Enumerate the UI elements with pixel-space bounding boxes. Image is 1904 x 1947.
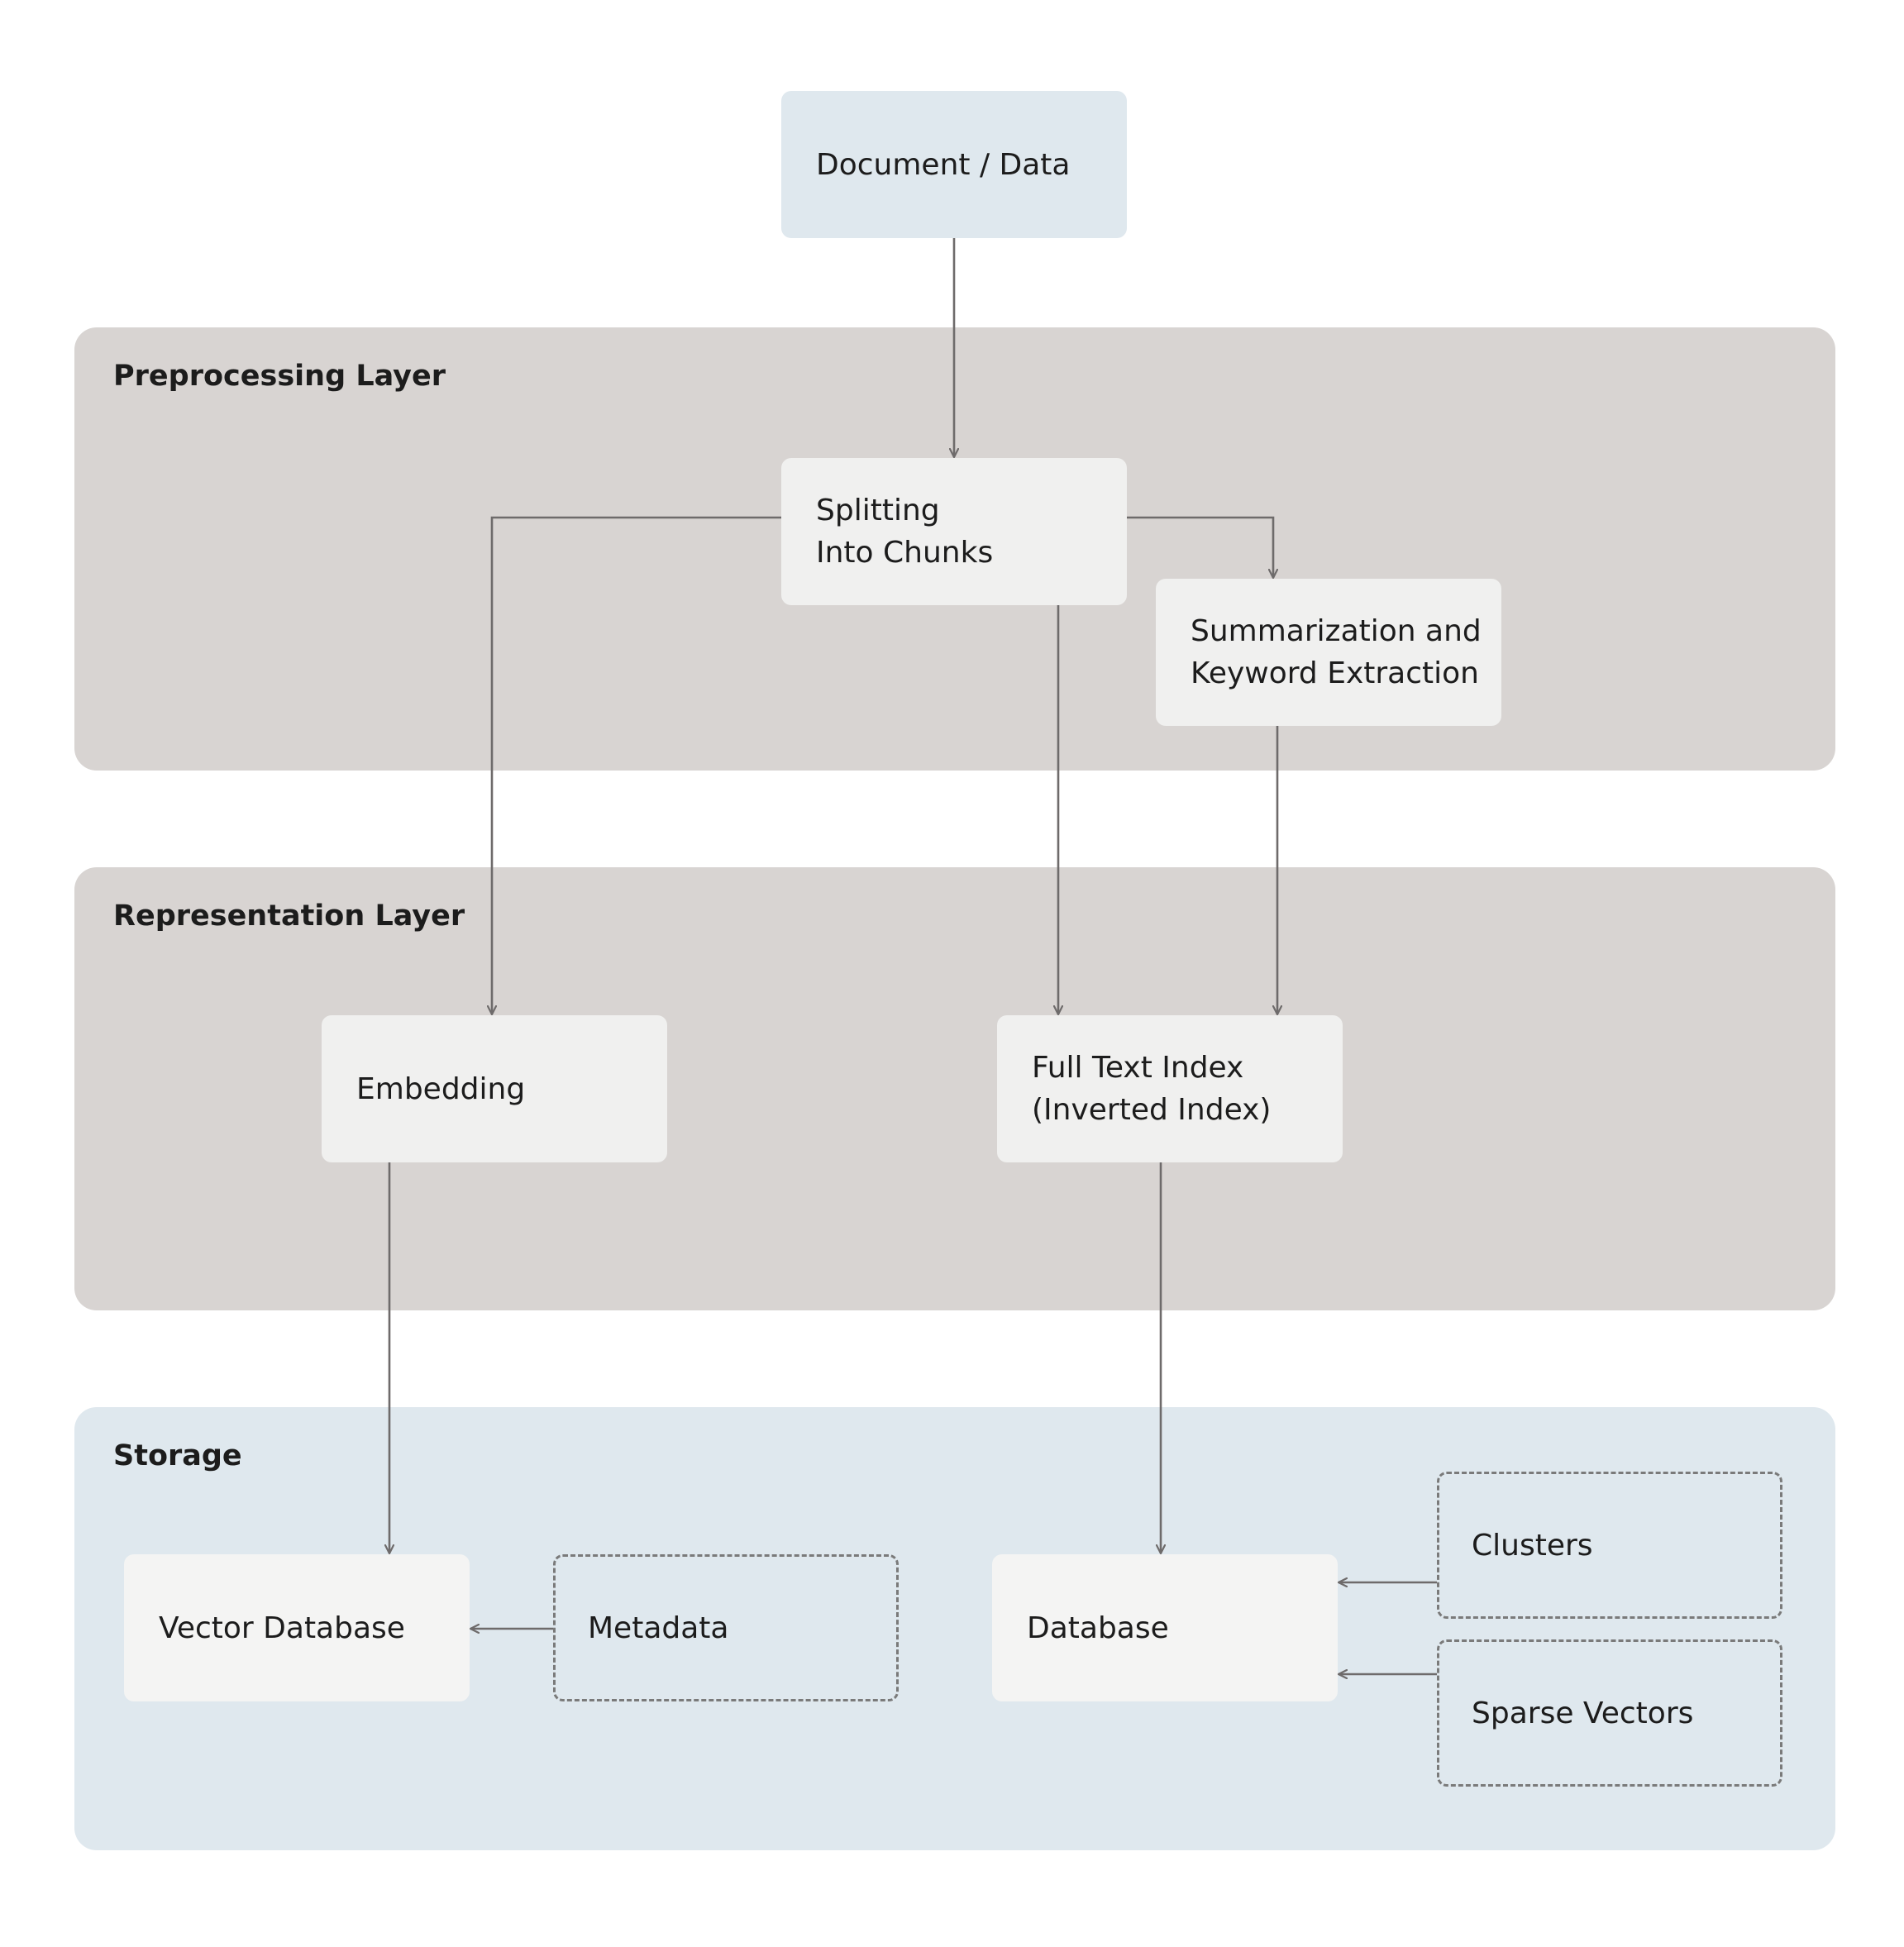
preprocessing-layer-title: Preprocessing Layer bbox=[113, 360, 446, 393]
metadata-label: Metadata bbox=[588, 1611, 729, 1645]
sparse-vectors-node[interactable]: Sparse Vectors bbox=[1437, 1639, 1782, 1787]
full-text-index-label: Full Text Index (Inverted Index) bbox=[1032, 1051, 1272, 1127]
clusters-label: Clusters bbox=[1472, 1528, 1593, 1563]
database-node[interactable]: Database bbox=[992, 1554, 1338, 1701]
database-label: Database bbox=[1027, 1611, 1169, 1645]
embedding-label: Embedding bbox=[356, 1071, 526, 1106]
sparse-vectors-label: Sparse Vectors bbox=[1472, 1696, 1694, 1730]
document-data-node[interactable]: Document / Data bbox=[781, 91, 1127, 238]
metadata-node[interactable]: Metadata bbox=[553, 1554, 899, 1701]
summarization-keyword-extraction-label: Summarization and Keyword Extraction bbox=[1191, 614, 1482, 690]
edge-splitting-to-embedding bbox=[492, 516, 781, 1014]
splitting-into-chunks-label: Splitting Into Chunks bbox=[816, 494, 994, 570]
summarization-keyword-extraction-node[interactable]: Summarization and Keyword Extraction bbox=[1156, 579, 1501, 726]
splitting-into-chunks-node[interactable]: Splitting Into Chunks bbox=[781, 458, 1127, 605]
document-data-label: Document / Data bbox=[816, 147, 1071, 182]
vector-database-node[interactable]: Vector Database bbox=[124, 1554, 470, 1701]
vector-database-label: Vector Database bbox=[159, 1611, 405, 1645]
storage-layer-title: Storage bbox=[113, 1439, 242, 1472]
full-text-index-node[interactable]: Full Text Index (Inverted Index) bbox=[997, 1015, 1343, 1162]
representation-layer-title: Representation Layer bbox=[113, 900, 465, 933]
clusters-node[interactable]: Clusters bbox=[1437, 1472, 1782, 1619]
embedding-node[interactable]: Embedding bbox=[322, 1015, 667, 1162]
edge-splitting-to-summarization bbox=[1127, 516, 1273, 578]
